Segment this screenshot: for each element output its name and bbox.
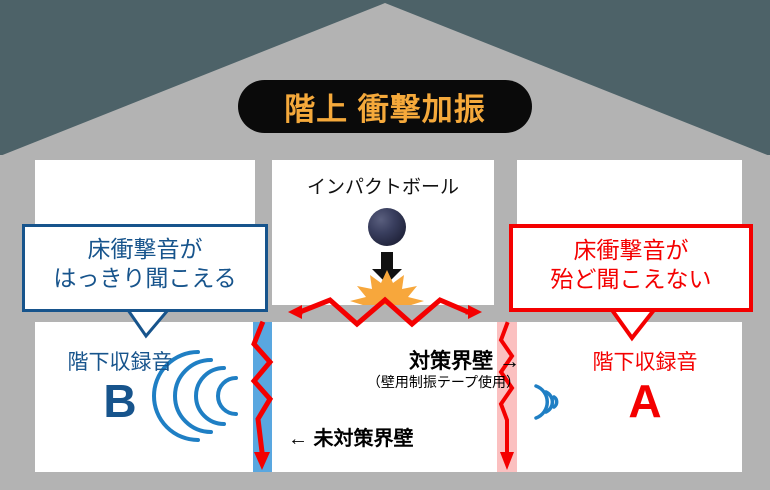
untreated-partition-wall [253, 322, 272, 472]
room-b-letter: B [103, 375, 137, 427]
room-b-label: 階下収録音 B [45, 352, 195, 425]
impact-ball-icon [368, 208, 406, 246]
room-b-caption: 階下収録音 [67, 351, 173, 374]
callout-left: 床衝撃音が はっきり聞こえる [22, 224, 268, 312]
page-title-text: 階上 衝撃加振 [284, 92, 486, 127]
callout-left-text: 床衝撃音が はっきり聞こえる [53, 236, 237, 292]
callout-right-text: 床衝撃音が 殆ど聞こえない [550, 237, 712, 293]
treated-wall-annotation: 対策界壁 → （壁用制振テープ使用） [330, 350, 520, 390]
down-arrow-icon [372, 252, 402, 284]
treated-partition-wall [497, 322, 517, 472]
room-a-label: 階下収録音 A [570, 352, 720, 425]
treated-wall-sublabel: （壁用制振テープ使用） [366, 374, 520, 391]
callout-right: 床衝撃音が 殆ど聞こえない [509, 224, 753, 312]
room-a-caption: 階下収録音 [592, 351, 698, 374]
page-title: 階上 衝撃加振 [238, 80, 532, 133]
treated-wall-label: 対策界壁 → [409, 350, 520, 373]
roof-shape [0, 3, 770, 156]
untreated-wall-annotation: ← 未対策界壁 [288, 428, 414, 450]
room-lower-mid [272, 322, 497, 472]
room-a-letter: A [628, 375, 662, 427]
impact-ball-label: インパクトボール [306, 177, 459, 198]
